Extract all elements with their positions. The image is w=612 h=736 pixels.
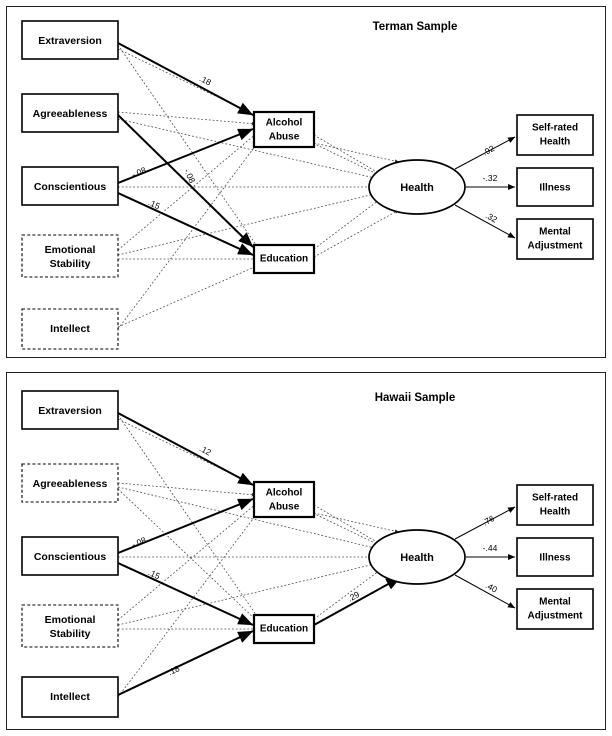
panel-terman-sample: Terman Sample [6, 6, 606, 358]
predictor-extraversion[interactable]: Extraversion [21, 390, 119, 430]
terman-diagram: Terman Sample [21, 20, 594, 350]
predictor-label-line1: Emotional [45, 614, 96, 626]
predictor-label: Intellect [50, 691, 90, 703]
predictor-label: Conscientious [34, 181, 107, 193]
predictor-label: Agreeableness [33, 108, 108, 120]
predictor-extraversion[interactable]: Extraversion [21, 20, 119, 60]
coefficient-health-illness: -.44 [483, 543, 498, 553]
predictor-emotional-stability[interactable]: Emotional Stability [21, 604, 119, 648]
mediator-label-line2: Abuse [269, 502, 300, 513]
mediator-alcohol-abuse[interactable]: Alcohol Abuse [252, 110, 316, 149]
predictor-intellect[interactable]: Intellect [21, 676, 119, 718]
coefficient-conscientious-alcohol: -.08 [130, 165, 148, 180]
predictor-agreeableness[interactable]: Agreeableness [21, 463, 119, 503]
outcome-illness[interactable]: Illness [516, 167, 594, 207]
outcome-label-line2: Health [540, 137, 571, 148]
outcome-mental-adjustment[interactable]: Mental Adjustment [516, 588, 594, 630]
predictor-emotional-stability[interactable]: Emotional Stability [21, 234, 119, 278]
hawaii-diagram: Hawaii Sample [21, 390, 594, 718]
coefficient-conscientious-alcohol: -.08 [130, 535, 148, 550]
predictor-label: Conscientious [34, 551, 107, 563]
predictor-conscientious[interactable]: Conscientious [21, 166, 119, 206]
predictor-label-line2: Stability [50, 258, 91, 270]
outcome-label: Illness [539, 183, 571, 194]
nonsignificant-paths [117, 44, 400, 330]
mediator-label: Education [260, 254, 308, 265]
mediator-education[interactable]: Education [252, 243, 316, 275]
outcome-self-rated-health[interactable]: Self-rated Health [516, 114, 594, 156]
outcome-illness[interactable]: Illness [516, 537, 594, 577]
coefficient-health-selfrated: .76 [481, 513, 496, 528]
predictor-agreeableness[interactable]: Agreeableness [21, 93, 119, 133]
coefficient-health-illness: -.32 [483, 173, 498, 183]
mediator-label-line2: Abuse [269, 132, 300, 143]
latent-label: Health [400, 552, 434, 564]
predictor-label-line1: Emotional [45, 244, 96, 256]
outcome-label-line2: Adjustment [528, 241, 584, 252]
outcome-label: Illness [539, 553, 571, 564]
outcome-label-line1: Self-rated [532, 493, 578, 504]
latent-label: Health [400, 182, 434, 194]
coefficient-health-selfrated: .92 [481, 143, 496, 158]
predictor-label: Extraversion [38, 405, 102, 417]
predictor-label-line2: Stability [50, 628, 91, 640]
coefficient-intellect-education: .18 [166, 663, 181, 677]
coefficient-conscientious-education: .15 [147, 197, 162, 211]
coefficient-conscientious-education: .15 [147, 567, 162, 581]
coefficient-education-health: .29 [346, 589, 361, 604]
predictor-label: Intellect [50, 323, 90, 335]
panel-title: Terman Sample [373, 21, 458, 33]
coefficient-agreeableness-education: -.08 [182, 167, 197, 185]
mediator-education[interactable]: Education [252, 613, 316, 645]
predictor-intellect[interactable]: Intellect [21, 308, 119, 350]
significant-paths [117, 42, 254, 256]
outcome-paths [454, 506, 516, 609]
outcome-label-line2: Adjustment [528, 611, 584, 622]
mediator-label: Education [260, 624, 308, 635]
outcome-label-line1: Self-rated [532, 123, 578, 134]
panel-hawaii-sample: Hawaii Sample [6, 372, 606, 730]
outcome-label-line2: Health [540, 507, 571, 518]
predictor-label: Extraversion [38, 35, 102, 47]
outcome-paths [454, 136, 516, 239]
outcome-self-rated-health[interactable]: Self-rated Health [516, 484, 594, 526]
mediator-alcohol-abuse[interactable]: Alcohol Abuse [252, 480, 316, 519]
panel-title: Hawaii Sample [375, 392, 456, 404]
outcome-label-line1: Mental [539, 597, 571, 608]
coefficient-extraversion-alcohol: .18 [198, 73, 213, 88]
predictor-label: Agreeableness [33, 478, 108, 490]
nonsignificant-paths [117, 414, 400, 698]
outcome-label-line1: Mental [539, 227, 571, 238]
latent-health[interactable]: Health [368, 529, 466, 585]
coefficient-extraversion-alcohol: .12 [198, 443, 213, 458]
predictor-conscientious[interactable]: Conscientious [21, 536, 119, 576]
mediator-label-line1: Alcohol [266, 488, 303, 499]
outcome-mental-adjustment[interactable]: Mental Adjustment [516, 218, 594, 260]
mediator-label-line1: Alcohol [266, 118, 303, 129]
latent-health[interactable]: Health [368, 159, 466, 215]
significant-paths [117, 412, 402, 696]
